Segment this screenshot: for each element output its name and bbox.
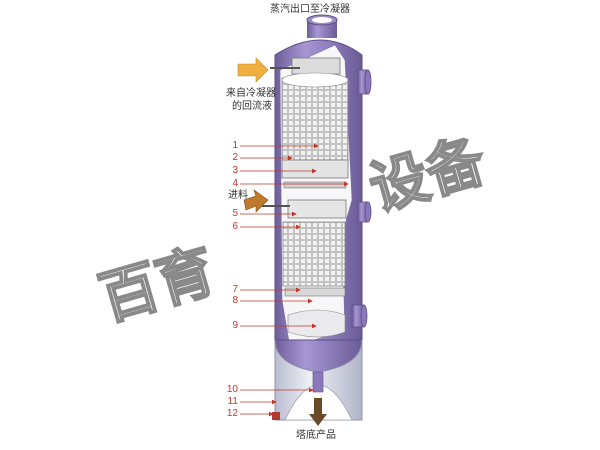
- bottom-product-label: 塔底产品: [296, 430, 336, 441]
- callout-1: 1: [232, 140, 238, 151]
- callout-4: 4: [232, 178, 238, 189]
- bottom-product-arrow: [309, 398, 327, 426]
- feed-label: 进料: [228, 190, 248, 201]
- bottom-outlet-pipe: [312, 371, 324, 393]
- vapor-outlet-label: 蒸汽出口至冷凝器: [270, 4, 350, 15]
- callout-11: 11: [227, 396, 238, 407]
- callout-3: 3: [232, 165, 238, 176]
- reflux-label-line2: 的回流液: [232, 101, 272, 112]
- reflux-label-line1: 来自冷凝器: [226, 88, 276, 99]
- reflux-distributor: [291, 57, 341, 75]
- vapor-outlet-opening: [312, 17, 332, 23]
- redistributor-tray: [281, 159, 349, 179]
- callout-2: 2: [232, 152, 238, 163]
- base-ring: [272, 412, 280, 420]
- reflux-arrow: [237, 57, 269, 83]
- support-plate: [283, 181, 347, 189]
- callout-leaders: [240, 143, 349, 417]
- bottom-sump: [287, 309, 346, 338]
- feed-distributor: [287, 199, 347, 219]
- callout-10: 10: [226, 384, 238, 395]
- callout-6: 6: [232, 221, 238, 232]
- callout-9: 9: [232, 320, 238, 331]
- callout-5: 5: [232, 208, 238, 219]
- callout-7: 7: [232, 284, 238, 295]
- packed-bed-upper: [281, 77, 349, 161]
- callout-8: 8: [232, 295, 238, 306]
- packed-bed-lower: [282, 221, 346, 287]
- bottom-support-grid: [284, 287, 346, 297]
- feed-arrow: [243, 189, 269, 213]
- callout-12: 12: [226, 408, 238, 419]
